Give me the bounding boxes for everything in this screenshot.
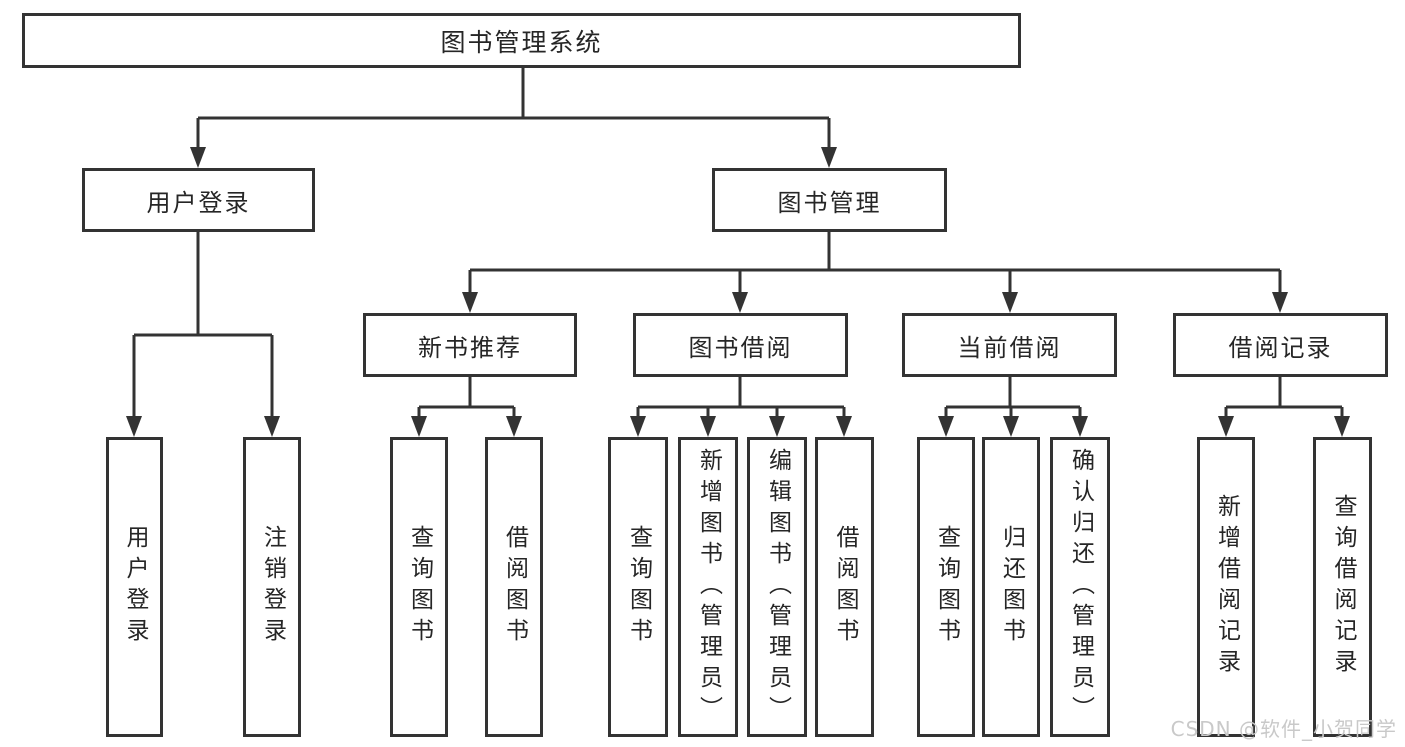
node-label: 图书管理 (777, 188, 882, 217)
leaf-newbook-query: 查询图书 (390, 437, 448, 737)
node-label: 查询图书 (406, 525, 433, 649)
node-label: 查询图书 (933, 525, 960, 649)
leaf-newbook-borrow: 借阅图书 (485, 437, 543, 737)
node-label: 用户登录 (146, 188, 251, 217)
leaf-current-confirm-admin: 确认归还（管理员） (1050, 437, 1110, 737)
node-label: 当前借阅 (957, 333, 1062, 362)
node-user-login: 用户登录 (82, 168, 315, 232)
leaf-borrow-query: 查询图书 (608, 437, 668, 737)
node-book-management: 图书管理 (712, 168, 947, 232)
node-label: 新增借阅记录 (1213, 494, 1240, 680)
node-root: 图书管理系统 (22, 13, 1021, 68)
leaf-borrow-borrow: 借阅图书 (815, 437, 874, 737)
node-label: 借阅图书 (832, 525, 858, 649)
leaf-current-query: 查询图书 (917, 437, 975, 737)
leaf-borrow-add-admin: 新增图书（管理员） (678, 437, 738, 737)
leaf-current-return: 归还图书 (982, 437, 1040, 737)
leaf-record-query: 查询借阅记录 (1313, 437, 1372, 737)
node-label: 归还图书 (998, 525, 1025, 649)
leaf-borrow-edit-admin: 编辑图书（管理员） (747, 437, 807, 737)
node-current-borrow: 当前借阅 (902, 313, 1117, 377)
node-label: 注销登录 (259, 525, 286, 649)
watermark: CSDN @软件_小贺同学 (1170, 717, 1397, 741)
leaf-logout: 注销登录 (243, 437, 301, 737)
node-label: 编辑图书（管理员） (764, 447, 791, 727)
node-label: 图书管理系统 (440, 27, 603, 57)
node-label: 借阅图书 (501, 525, 528, 649)
node-book-borrow: 图书借阅 (633, 313, 848, 377)
node-label: 查询图书 (625, 525, 652, 649)
node-label: 查询借阅记录 (1330, 494, 1356, 680)
node-label: 新增图书（管理员） (695, 447, 722, 727)
leaf-record-add: 新增借阅记录 (1197, 437, 1255, 737)
node-borrow-records: 借阅记录 (1173, 313, 1388, 377)
node-new-book-recommend: 新书推荐 (363, 313, 577, 377)
node-label: 用户登录 (122, 525, 148, 649)
node-label: 借阅记录 (1228, 333, 1333, 362)
node-label: 图书借阅 (688, 333, 793, 362)
node-label: 新书推荐 (418, 333, 522, 362)
node-label: 确认归还（管理员） (1067, 447, 1094, 727)
leaf-user-login: 用户登录 (106, 437, 163, 737)
